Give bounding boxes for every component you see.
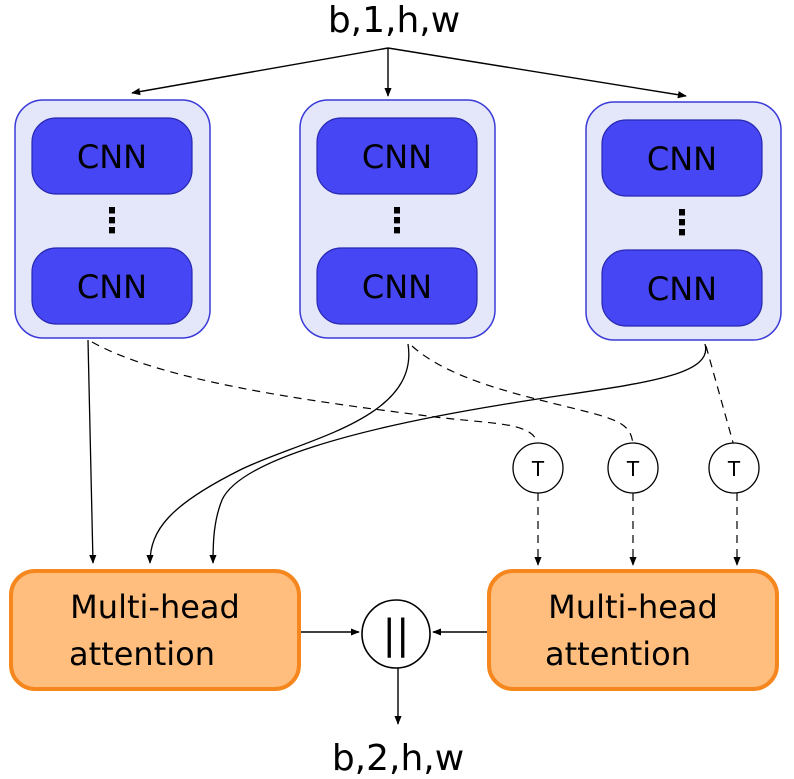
branch-2-ellipsis: ⋮ (380, 201, 414, 241)
branch-3-to-left-attention (209, 343, 707, 564)
cnn-branch-3: CNN ⋮ CNN (585, 101, 782, 341)
input-shape-label: b,1,h,w (328, 0, 460, 41)
branch-2-to-left-attention (146, 343, 410, 564)
solid-connections (87, 339, 707, 564)
branch-1-cnn-bottom (31, 247, 193, 325)
attention-left-line1: Multi-head (70, 588, 240, 626)
transpose-2-label: T (626, 457, 640, 481)
transpose-1-label: T (531, 457, 545, 481)
branch-2-cnn-top (316, 117, 478, 195)
attention-block-right: Multi-head attention (487, 569, 779, 691)
concat-symbol: || (383, 612, 410, 658)
transpose-arrows (534, 493, 741, 566)
attention-right-line1: Multi-head (548, 588, 718, 626)
branch-2-cnn-bottom-label: CNN (362, 268, 432, 306)
transpose-node-1: T (512, 442, 564, 494)
branch-3-to-transpose-3 (705, 345, 735, 447)
transpose-node-3: T (708, 442, 760, 494)
branch-2-to-transpose-2 (411, 345, 634, 447)
branch-3-cnn-bottom-label: CNN (647, 270, 717, 308)
concat-arrows (301, 628, 487, 725)
cnn-branch-1: CNN ⋮ CNN (14, 99, 211, 339)
attention-block-left: Multi-head attention (9, 569, 301, 691)
branch-2-cnn-top-label: CNN (362, 138, 432, 176)
branch-3-cnn-bottom (601, 249, 763, 327)
branch-1-cnn-top (31, 117, 193, 195)
cnn-branch-2: CNN ⋮ CNN (299, 99, 496, 339)
branch-3-cnn-top-label: CNN (647, 140, 717, 178)
concat-node: || (361, 599, 431, 669)
branch-1-to-transpose-1 (91, 341, 539, 447)
dashed-connections (91, 341, 735, 447)
branch-2-cnn-bottom (316, 247, 478, 325)
branch-1-ellipsis: ⋮ (95, 201, 129, 241)
attention-left-line2: attention (69, 635, 215, 673)
output-shape-label: b,2,h,w (332, 738, 464, 779)
branch-1-cnn-bottom-label: CNN (77, 268, 147, 306)
branch-3-ellipsis: ⋮ (665, 203, 699, 243)
input-arrows (131, 47, 687, 99)
attention-right-line2: attention (545, 635, 691, 673)
transpose-3-label: T (727, 457, 741, 481)
branch-1-cnn-top-label: CNN (77, 138, 147, 176)
branch-3-cnn-top (601, 119, 763, 197)
branch-1-to-left-attention (87, 339, 97, 564)
transpose-node-2: T (607, 442, 659, 494)
